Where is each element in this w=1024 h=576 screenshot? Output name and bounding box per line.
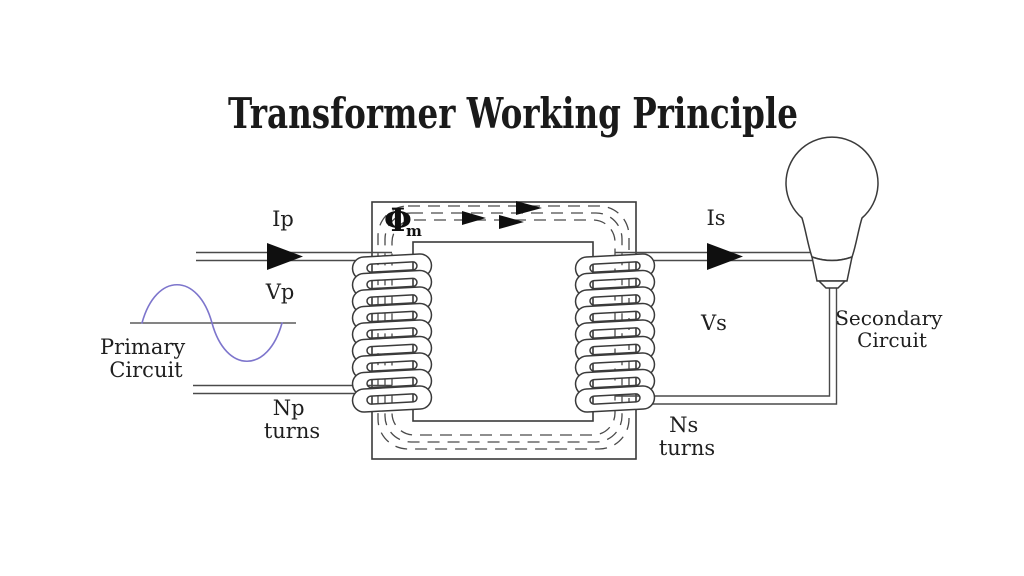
flux-lines [377,201,630,450]
primary-coil [351,252,433,414]
secondary-current-arrow [707,243,743,270]
flux-arrow [462,211,486,225]
primary-current-arrow [267,243,303,270]
primary-circuit-label: Primary Circuit [100,335,192,382]
primary-turns-line2: turns [264,419,320,443]
ac-waveform [130,284,296,362]
secondary-current-label: Is [706,206,725,230]
flux-symbol-label: Φ m [384,201,422,240]
page-title: Transformer Working Principle [228,89,798,138]
secondary-turns-line2: turns [659,436,715,460]
primary-current-label: Ip [272,207,294,231]
secondary-wire-return [615,288,831,397]
primary-voltage-label: Vp [265,280,295,304]
light-bulb [785,136,879,289]
bulb-tip [817,280,847,289]
secondary-turns-line1: Ns [669,413,698,437]
core-inner-window [412,241,594,422]
flux-subscript: m [406,222,422,240]
flux-phi: Φ [384,201,412,239]
secondary-circuit-line2: Circuit [857,328,927,352]
primary-turns-line1: Np [273,396,305,420]
secondary-circuit-line1: Secondary [835,306,943,330]
flux-arrow [499,215,524,229]
secondary-wire-return [615,288,838,405]
secondary-turns-label: Ns turns [659,413,715,460]
primary-circuit-line1: Primary [100,335,185,359]
primary-turns-label: Np turns [264,396,320,443]
primary-circuit-line2: Circuit [109,358,183,382]
bulb-globe [785,136,879,262]
flux-arrow [516,201,542,215]
sine-wave [141,284,283,362]
secondary-circuit-label: Secondary Circuit [835,306,949,352]
secondary-voltage-label: Vs [700,311,727,335]
bulb-base [810,255,854,282]
